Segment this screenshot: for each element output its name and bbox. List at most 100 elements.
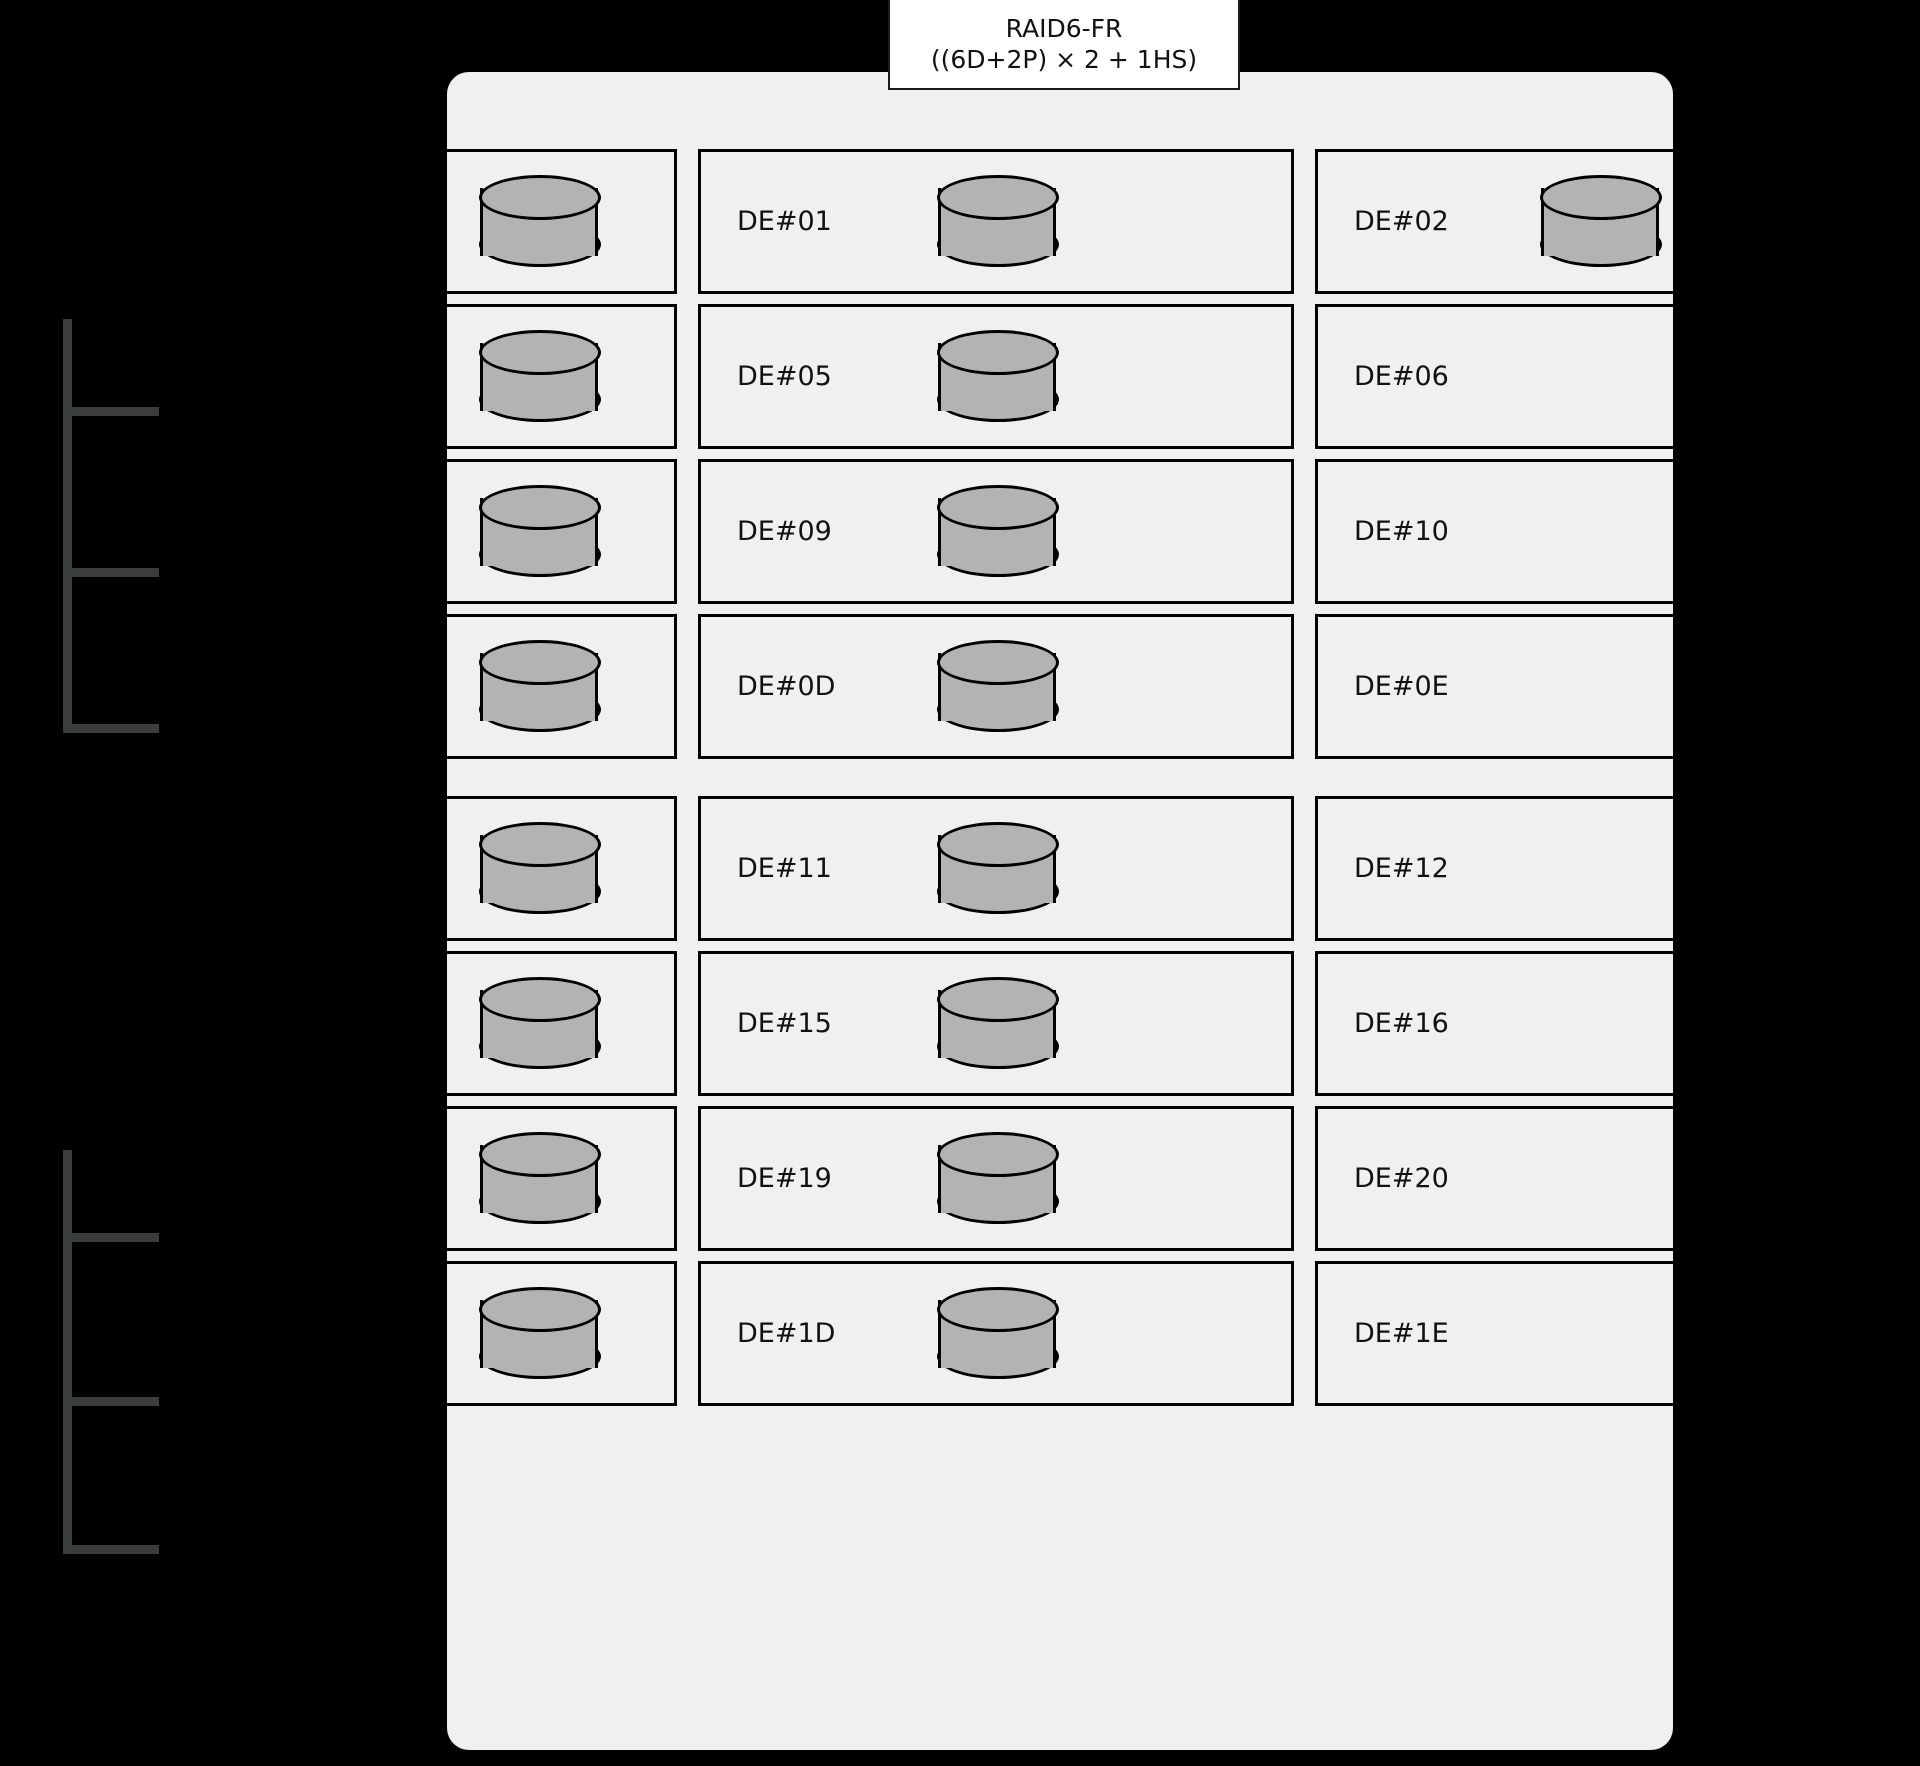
drive-slot-de1e[interactable]: DE#1E (1315, 1261, 1673, 1406)
disk-drive-top (937, 1131, 1059, 1177)
drive-slot-de0d[interactable]: DE#0D (698, 614, 1294, 759)
disk-drive-top (937, 976, 1059, 1022)
drive-slot-label: DE#1E (1354, 1318, 1449, 1349)
disk-drive-top (937, 1286, 1059, 1332)
disk-drive-icon (479, 484, 601, 579)
disk-drive-icon (937, 174, 1059, 269)
drive-slot-label: DE#15 (737, 1008, 832, 1039)
drive-slot[interactable] (447, 796, 677, 941)
drive-slot[interactable] (447, 304, 677, 449)
disk-drive-top (479, 174, 601, 220)
disk-drive-top (479, 821, 601, 867)
bracket-upper (63, 319, 168, 733)
drive-slot[interactable] (447, 951, 677, 1096)
drive-slot-de09[interactable]: DE#09 (698, 459, 1294, 604)
drive-slot-label: DE#11 (737, 853, 832, 884)
bracket-lower-spine (63, 1150, 72, 1554)
drive-slot-de1d[interactable]: DE#1D (698, 1261, 1294, 1406)
disk-drive-icon (937, 1131, 1059, 1226)
drive-slot-label: DE#1D (737, 1318, 836, 1349)
drive-slot-label: DE#05 (737, 361, 832, 392)
drive-slot-de20[interactable]: DE#20 (1315, 1106, 1673, 1251)
drive-slot-label: DE#06 (1354, 361, 1449, 392)
drive-slot-de10[interactable]: DE#10 (1315, 459, 1673, 604)
drive-slot-de01[interactable]: DE#01 (698, 149, 1294, 294)
disk-drive-icon (937, 821, 1059, 916)
bracket-lower-tick-3 (63, 1545, 159, 1554)
drive-slot-label: DE#02 (1354, 206, 1449, 237)
drive-slot-de05[interactable]: DE#05 (698, 304, 1294, 449)
drive-slot-de16[interactable]: DE#16 (1315, 951, 1673, 1096)
raid-config-title-line2: ((6D+2P) × 2 + 1HS) (930, 45, 1198, 74)
raid-config-title-box: RAID6-FR ((6D+2P) × 2 + 1HS) (888, 0, 1240, 90)
drive-slot-de02[interactable]: DE#02 (1315, 149, 1673, 294)
disk-drive-icon (479, 174, 601, 269)
drive-slot-de0e[interactable]: DE#0E (1315, 614, 1673, 759)
disk-drive-top (937, 821, 1059, 867)
disk-drive-top (479, 639, 601, 685)
drive-slot[interactable] (447, 614, 677, 759)
disk-drive-top (479, 1131, 601, 1177)
disk-drive-icon (479, 976, 601, 1071)
bracket-lower-tick-2 (63, 1397, 159, 1406)
disk-drive-icon (937, 1286, 1059, 1381)
disk-drive-top (1540, 174, 1662, 220)
drive-slot-de12[interactable]: DE#12 (1315, 796, 1673, 941)
disk-drive-icon (479, 639, 601, 734)
drive-slot-label: DE#10 (1354, 516, 1449, 547)
disk-drive-icon (937, 639, 1059, 734)
drive-slot[interactable] (447, 1106, 677, 1251)
raid-config-title-line1: RAID6-FR (1005, 13, 1123, 43)
drive-slot-row: DE#1D DE#1E (447, 1261, 1673, 1406)
bracket-upper-tick-3 (63, 724, 159, 733)
drive-slot-row: DE#05 DE#06 (447, 304, 1673, 449)
disk-drive-top (937, 639, 1059, 685)
bracket-upper-spine (63, 319, 72, 733)
drive-slot-label: DE#16 (1354, 1008, 1449, 1039)
disk-drive-icon (479, 329, 601, 424)
drive-slot-row: DE#01 DE#02 (447, 149, 1673, 294)
disk-drive-icon (1540, 174, 1662, 269)
bracket-upper-tick-2 (63, 568, 159, 577)
disk-drive-top (479, 976, 601, 1022)
drive-slot-de19[interactable]: DE#19 (698, 1106, 1294, 1251)
bracket-upper-tick-1 (63, 407, 159, 416)
drive-slot-row: DE#09 DE#10 (447, 459, 1673, 604)
drive-slot-label: DE#09 (737, 516, 832, 547)
drive-slot-row: DE#15 DE#16 (447, 951, 1673, 1096)
disk-drive-top (937, 484, 1059, 530)
drive-slot-de06[interactable]: DE#06 (1315, 304, 1673, 449)
bracket-lower (63, 1150, 168, 1554)
drive-slot[interactable] (447, 149, 677, 294)
drive-slot-label: DE#01 (737, 206, 832, 237)
disk-drive-top (937, 174, 1059, 220)
disk-drive-top (479, 329, 601, 375)
drive-slot-label: DE#0E (1354, 671, 1449, 702)
drive-slot-label: DE#19 (737, 1163, 832, 1194)
disk-drive-icon (479, 1286, 601, 1381)
disk-drive-icon (479, 1131, 601, 1226)
disk-drive-icon (937, 976, 1059, 1071)
drive-slot-label: DE#0D (737, 671, 836, 702)
disk-drive-icon (937, 329, 1059, 424)
drive-slot-row: DE#19 DE#20 (447, 1106, 1673, 1251)
disk-drive-icon (937, 484, 1059, 579)
disk-drive-top (937, 329, 1059, 375)
drive-slot-label: DE#20 (1354, 1163, 1449, 1194)
drive-slot-label: DE#12 (1354, 853, 1449, 884)
disk-drive-top (479, 484, 601, 530)
disk-drive-icon (479, 821, 601, 916)
disk-drive-top (479, 1286, 601, 1332)
drive-slot[interactable] (447, 1261, 677, 1406)
bracket-lower-tick-1 (63, 1233, 159, 1242)
drive-slot-de11[interactable]: DE#11 (698, 796, 1294, 941)
drive-slot-row: DE#0D DE#0E (447, 614, 1673, 759)
raid-group-separator (447, 769, 1673, 796)
drive-slot-de15[interactable]: DE#15 (698, 951, 1294, 1096)
drive-slot-row: DE#11 DE#12 (447, 796, 1673, 941)
drive-slot[interactable] (447, 459, 677, 604)
